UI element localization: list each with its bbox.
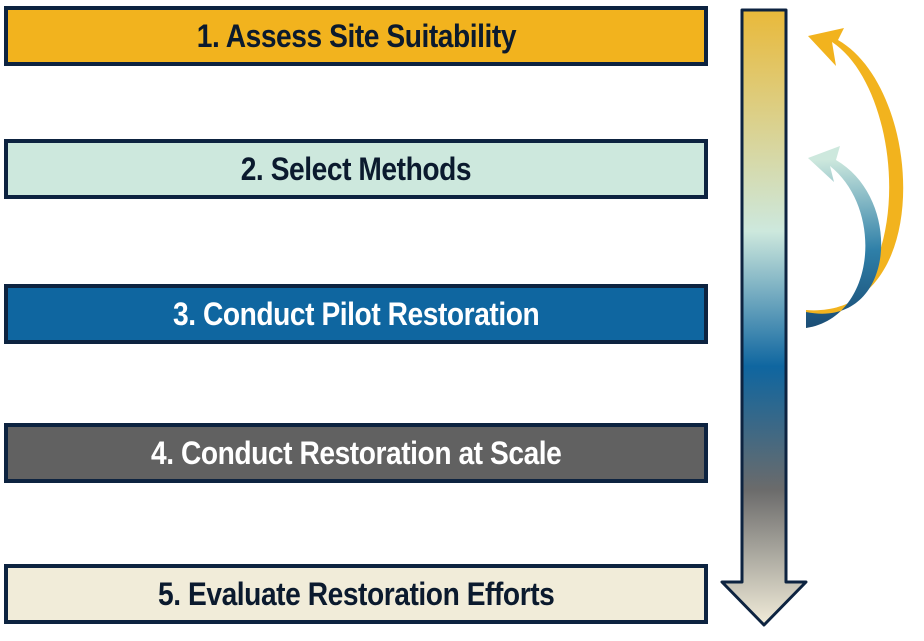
feedback-arrow-to-step-1 <box>806 28 904 328</box>
step-4-label: 4. Conduct Restoration at Scale <box>150 434 562 471</box>
feedback-arrow-to-step-2 <box>806 146 882 328</box>
step-3-conduct-pilot-restoration: 3. Conduct Pilot Restoration <box>4 284 708 344</box>
step-5-evaluate-restoration-efforts: 5. Evaluate Restoration Efforts <box>4 564 708 624</box>
step-2-select-methods: 2. Select Methods <box>4 139 708 199</box>
step-3-label: 3. Conduct Pilot Restoration <box>172 295 540 332</box>
step-1-label: 1. Assess Site Suitability <box>196 17 516 54</box>
step-1-assess-site-suitability: 1. Assess Site Suitability <box>4 6 708 66</box>
down-arrow <box>720 8 808 627</box>
step-4-conduct-restoration-at-scale: 4. Conduct Restoration at Scale <box>4 423 708 483</box>
step-5-label: 5. Evaluate Restoration Efforts <box>157 575 555 612</box>
step-2-label: 2. Select Methods <box>240 150 472 187</box>
